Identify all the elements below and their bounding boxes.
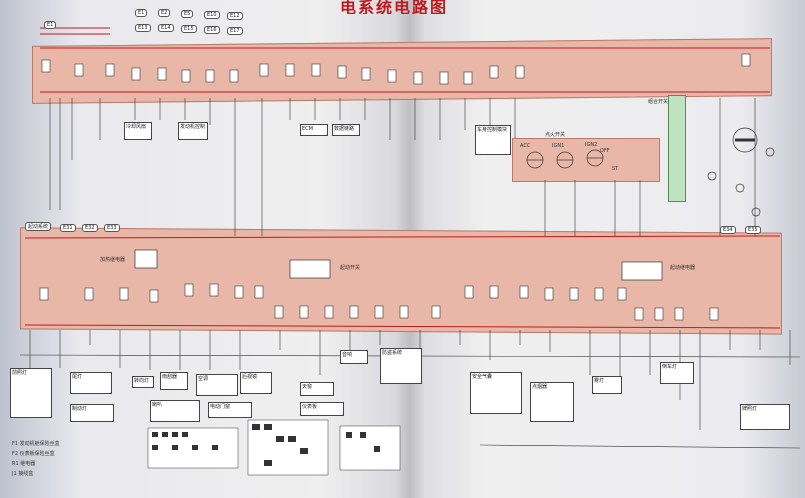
legend-item: F2 仪表板保险丝盒 xyxy=(12,451,55,457)
bottom-note-box: 喇叭 xyxy=(150,400,200,422)
top-connector: E12 xyxy=(227,12,243,20)
lower-connector: E31 xyxy=(60,224,76,232)
ignition-note: IGN2 xyxy=(585,142,598,148)
ignition-note: OFF xyxy=(600,148,610,154)
bottom-note-box: 尾灯 xyxy=(70,372,112,394)
top-connector: E10 xyxy=(204,11,220,19)
bottom-note-box: 前照灯 xyxy=(10,368,52,418)
top-connector: E2 xyxy=(158,9,171,17)
legend-item: R1 继电器 xyxy=(12,461,36,467)
bottom-note-box: 仪表板 xyxy=(300,402,344,416)
bottom-note-box: 牌照灯 xyxy=(740,404,790,430)
bottom-note-box: 雨刮器 xyxy=(160,372,188,390)
legend-item: F1 发动机舱保险丝盒 xyxy=(12,441,60,447)
relay-label-left: 加热继电器 xyxy=(100,257,126,263)
top-connector: E14 xyxy=(158,24,174,32)
lower-connector: E33 xyxy=(104,224,120,232)
top-note-box: 数据链路 xyxy=(332,124,360,136)
page-title: 电系统电路图 xyxy=(340,0,449,14)
top-connector: E17 xyxy=(227,27,243,35)
bottom-note-box: 倒车灯 xyxy=(660,362,694,384)
bottom-note-box: 点烟器 xyxy=(530,382,574,422)
bottom-note-box: 音响 xyxy=(340,350,368,364)
bottom-note-box: 转向灯 xyxy=(132,376,154,388)
bottom-note-box: 天窗 xyxy=(300,382,334,396)
bottom-note-box: 后视镜 xyxy=(240,372,272,394)
lower-connector: E32 xyxy=(82,224,98,232)
top-connector: E15 xyxy=(181,25,197,33)
bottom-note-box: 安全气囊 xyxy=(470,372,522,414)
top-connector: E16 xyxy=(204,26,220,34)
bottom-note-box: 防盗系统 xyxy=(380,348,422,384)
top-note-box: 车身控制模块 xyxy=(475,125,511,155)
ignition-note: ACC xyxy=(520,143,531,149)
lower-connector: E35 xyxy=(745,226,761,234)
ignition-note: IGN1 xyxy=(552,143,565,149)
bottom-note-box: 空调 xyxy=(196,374,238,396)
top-note-box: ECM xyxy=(300,124,328,136)
relay-label-tail: 组合开关 xyxy=(648,99,669,105)
top-note-box: 冷却风扇 xyxy=(124,122,152,140)
top-note-box: 发动机控制 xyxy=(178,122,208,140)
top-connector: E1 xyxy=(135,9,148,17)
relay-label-center: 点火开关 xyxy=(545,132,566,138)
top-bus-label: E1 xyxy=(44,21,57,29)
green-relay xyxy=(668,95,686,202)
top-connector: E5 xyxy=(181,10,194,18)
legend-item: J1 接线盒 xyxy=(12,471,34,477)
lower-bus-label: 起动系统 xyxy=(25,222,52,231)
lower-connector: E34 xyxy=(720,226,736,234)
bottom-note-box: 雾灯 xyxy=(592,376,622,394)
ignition-note: ST xyxy=(612,166,619,172)
relay-label-mid: 起动开关 xyxy=(340,265,361,271)
relay-label-right: 起动继电器 xyxy=(670,265,696,271)
bottom-note-box: 电动门窗 xyxy=(208,402,252,418)
bottom-note-box: 制动灯 xyxy=(70,404,114,422)
top-connector: E13 xyxy=(135,24,151,32)
